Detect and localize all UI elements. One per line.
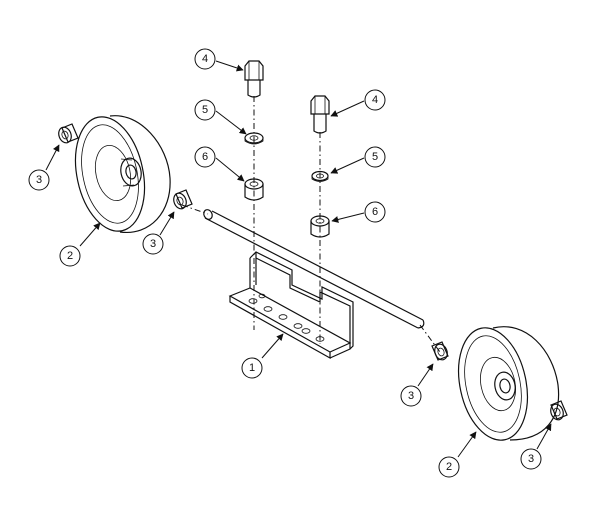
callout-6-right: 6 xyxy=(364,201,386,223)
collar-mid-right xyxy=(431,341,449,361)
svg-text:4: 4 xyxy=(202,53,208,65)
svg-text:3: 3 xyxy=(408,390,414,402)
washer-right xyxy=(311,170,329,182)
spacer-right xyxy=(310,215,330,238)
washer-left xyxy=(244,132,264,145)
svg-text:5: 5 xyxy=(372,151,378,163)
spacer-left xyxy=(244,178,264,201)
callout-5-right: 5 xyxy=(364,146,386,168)
svg-text:6: 6 xyxy=(372,206,378,218)
bolt-left xyxy=(244,60,264,98)
bolt-right xyxy=(310,95,330,134)
mounting-bracket xyxy=(228,251,354,360)
callout-2-right: 2 xyxy=(438,456,460,478)
svg-text:5: 5 xyxy=(202,104,208,116)
collar-top-left xyxy=(58,123,79,144)
collar-mid-left xyxy=(173,189,193,210)
callout-2-left: 2 xyxy=(59,245,81,267)
leader-lines xyxy=(45,60,552,458)
callout-3-top-left: 3 xyxy=(28,169,50,191)
callout-3-mid-left: 3 xyxy=(142,233,164,255)
callout-6-left: 6 xyxy=(194,146,216,168)
svg-text:1: 1 xyxy=(249,362,255,374)
callout-4-left: 4 xyxy=(194,48,216,70)
callout-1: 1 xyxy=(241,357,263,379)
callout-5-left: 5 xyxy=(194,99,216,121)
callout-3-bottom-right: 3 xyxy=(520,448,542,470)
svg-text:3: 3 xyxy=(36,174,42,186)
callout-3-mid-right: 3 xyxy=(400,385,422,407)
wheel-left xyxy=(74,115,171,233)
svg-text:2: 2 xyxy=(67,250,73,262)
svg-text:6: 6 xyxy=(202,151,208,163)
callout-4-right: 4 xyxy=(364,89,386,111)
svg-text:3: 3 xyxy=(150,238,156,250)
collar-bottom-right xyxy=(550,400,568,421)
svg-text:3: 3 xyxy=(528,453,534,465)
svg-text:4: 4 xyxy=(372,94,378,106)
svg-text:2: 2 xyxy=(446,461,452,473)
wheel-right xyxy=(458,326,560,441)
